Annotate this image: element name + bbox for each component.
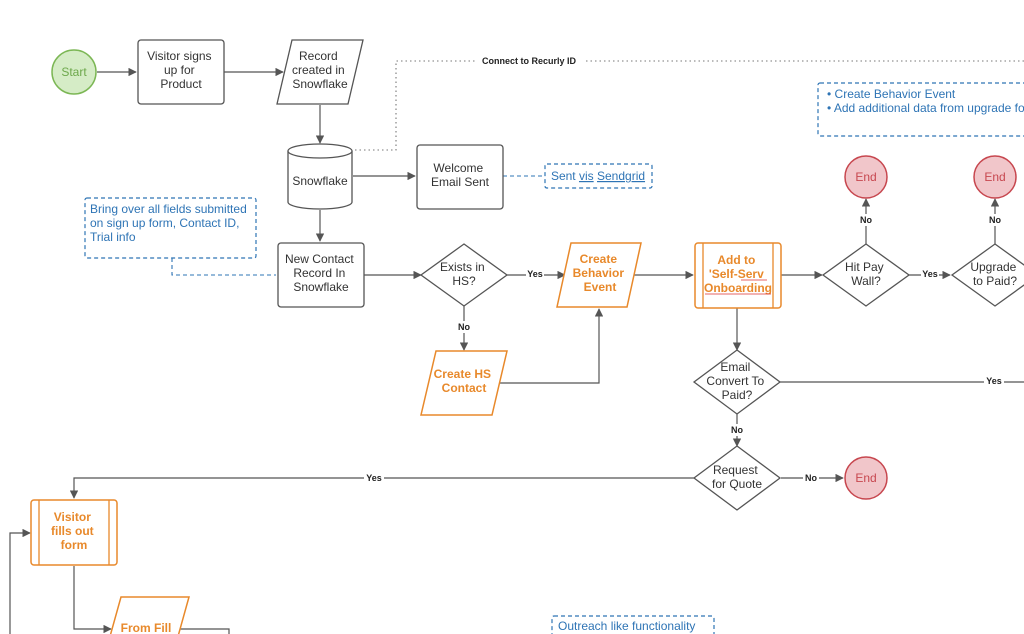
exists-in-hs-decision[interactable]: Exists in HS?	[419, 243, 509, 307]
snowflake-database-node[interactable]: Snowflake	[287, 143, 353, 210]
new-contact-record-node[interactable]: New Contact Record In Snowflake	[277, 242, 365, 308]
from-fill-node[interactable]: From Fill	[109, 596, 190, 634]
edge-label-quote-no: No	[805, 473, 817, 483]
end-node-upgrade[interactable]: End	[973, 155, 1017, 199]
svg-text:Create HS Contact: Create HS Contact	[434, 367, 495, 395]
svg-text:Visitor signs up for: Visitor signs up for Product	[147, 49, 215, 91]
edge-left-loop-to-fillform	[9, 528, 31, 634]
svg-text:Bring over all fields submitte: Bring over all fields submitted on sign …	[90, 202, 250, 244]
edge-label-exists-no: No	[458, 322, 470, 332]
edge-label-exists-yes: Yes	[527, 269, 543, 279]
edge-label-upgrade-no: No	[989, 215, 1001, 225]
svg-text:Create Behavior Ev: Create Behavior Event	[573, 252, 628, 294]
create-hs-contact-node[interactable]: Create HS Contact	[420, 350, 508, 416]
edge-quote-yes-to-fillform	[69, 477, 695, 499]
svg-text:• Create Behavior Event: • Create Behavior Event • Add additional…	[827, 87, 1024, 115]
svg-text:End: End	[855, 471, 876, 485]
svg-text:End: End	[855, 170, 876, 184]
svg-text:Start: Start	[61, 65, 87, 79]
outreach-note: Outreach like functionality	[551, 615, 715, 634]
request-for-quote-decision[interactable]: Request for Quote	[692, 445, 782, 511]
fields-note: Bring over all fields submitted on sign …	[84, 197, 257, 259]
end-node-paywall[interactable]: End	[844, 155, 888, 199]
sendgrid-note: Sent vis Sendgrid	[544, 163, 653, 189]
svg-text:Upgrade to Paid?: Upgrade to Paid?	[970, 260, 1019, 288]
email-convert-decision[interactable]: Email Convert To Paid?	[692, 349, 782, 415]
edge-fromfill-right	[180, 628, 230, 634]
create-behavior-event-node[interactable]: Create Behavior Event	[556, 242, 642, 308]
svg-text:End: End	[984, 170, 1005, 184]
behavior-event-note: • Create Behavior Event • Add additional…	[817, 82, 1024, 137]
svg-text:From Fill: From Fill	[121, 621, 172, 634]
svg-text:Visitor fills out: Visitor fills out form	[51, 510, 97, 552]
hit-pay-wall-decision[interactable]: Hit Pay Wall?	[821, 243, 911, 307]
svg-text:Sent vis Sendgrid: Sent vis Sendgrid	[551, 169, 645, 183]
edge-label-emailconvert-yes: Yes	[986, 376, 1002, 386]
svg-text:Hit Pay Wall?: Hit Pay Wall?	[845, 260, 887, 288]
end-node-quote[interactable]: End	[844, 456, 888, 500]
svg-text:Record created in: Record created in Snowflake	[292, 49, 348, 91]
svg-text:Outreach like functionality: Outreach like functionality	[558, 619, 695, 633]
start-node[interactable]: Start	[51, 49, 97, 95]
svg-text:Add to 'Self-Serv: Add to 'Self-Serv Onboarding	[704, 253, 772, 295]
svg-text:Request for Quote: Request for Quote	[712, 463, 762, 491]
edge-labels: Yes No No Yes No Yes No No Yes	[364, 214, 1004, 484]
svg-text:Snowflake: Snowflake	[292, 174, 348, 188]
edge-label-emailconvert-no: No	[731, 425, 743, 435]
edge-createhs-to-behavior	[499, 308, 604, 384]
svg-text:New Contact Record In: New Contact Record In Snowflake	[285, 252, 357, 294]
welcome-email-node[interactable]: Welcome Email Sent	[416, 144, 504, 210]
record-created-node[interactable]: Record created in Snowflake	[276, 39, 364, 105]
svg-text:Exists in HS?: Exists in HS?	[440, 260, 488, 288]
add-to-self-serv-node[interactable]: Add to 'Self-Serv Onboarding	[694, 242, 782, 309]
edge-label-quote-yes: Yes	[366, 473, 382, 483]
note-connectors	[171, 175, 544, 276]
recurly-connector	[355, 60, 1024, 151]
svg-text:Email Convert To P: Email Convert To Paid?	[706, 360, 767, 402]
edge-label-paywall-yes: Yes	[922, 269, 938, 279]
visitor-fills-form-node[interactable]: Visitor fills out form	[30, 499, 118, 566]
upgrade-to-paid-decision[interactable]: Upgrade to Paid?	[950, 243, 1024, 307]
edge-fillform-to-fromfill	[73, 566, 112, 634]
visitor-signs-up-node[interactable]: Visitor signs up for Product	[137, 39, 225, 105]
svg-text:Welcome Email Sent: Welcome Email Sent	[431, 161, 490, 189]
recurly-connector-label: Connect to Recurly ID	[482, 56, 577, 66]
edge-label-paywall-no: No	[860, 215, 872, 225]
